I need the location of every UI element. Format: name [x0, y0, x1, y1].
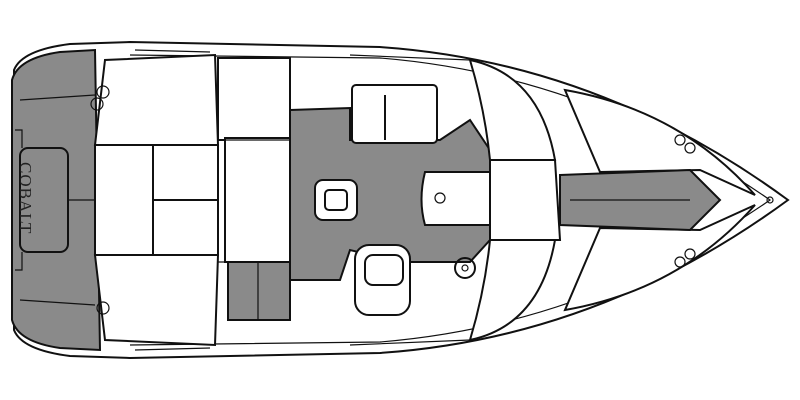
- swim-platform: COBALT: [11, 48, 102, 352]
- side-rails: [134, 49, 471, 351]
- aft-lounge: [217, 57, 291, 321]
- cockpit-floor: [289, 106, 491, 281]
- rear-sunpad: [90, 53, 220, 347]
- windshield: [468, 58, 562, 342]
- logo-cobalt: COBALT: [16, 162, 35, 234]
- companion-seat: [351, 84, 438, 144]
- bow-seating: [559, 88, 774, 312]
- helm-station: [354, 244, 476, 316]
- steering-wheel-icon: [454, 257, 476, 279]
